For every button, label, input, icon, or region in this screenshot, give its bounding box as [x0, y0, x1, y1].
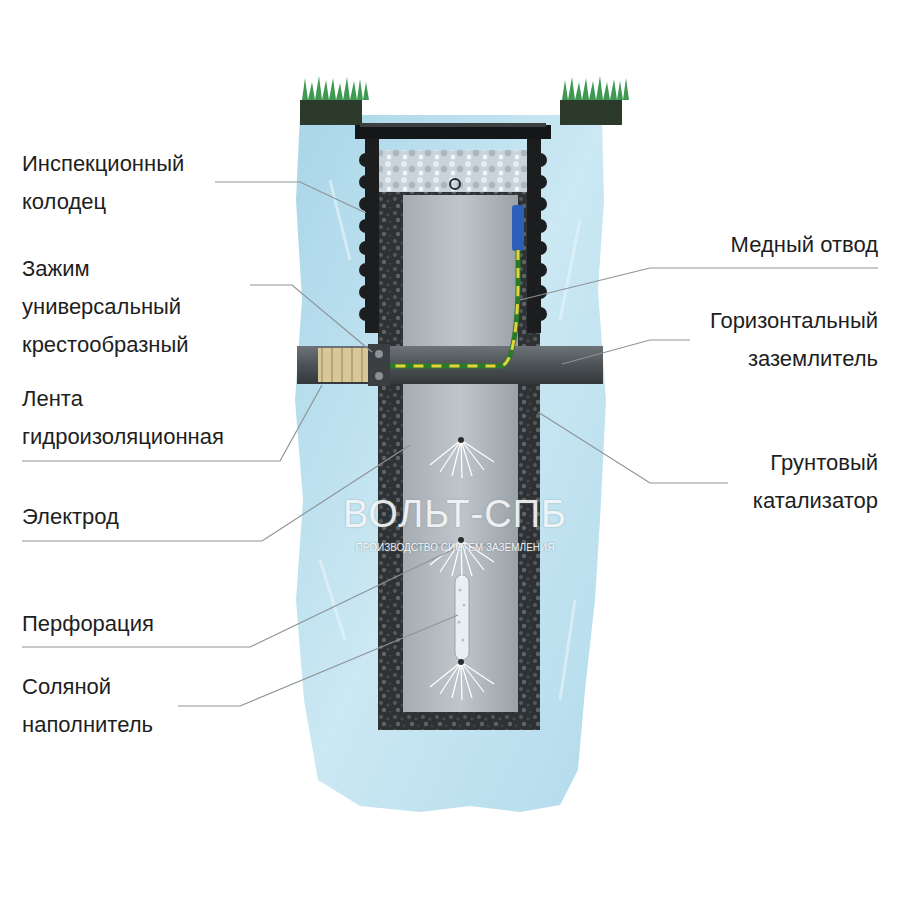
callout-label: Электрод	[22, 498, 119, 536]
callout-label: Инспекционный колодец	[22, 145, 184, 221]
watermark: ВОЛЬТ-СПБ	[343, 494, 567, 534]
callout-label: Лента гидроизоляционная	[22, 380, 224, 456]
callout-label: Горизонтальный заземлитель	[710, 302, 878, 378]
callout-label: Перфорация	[22, 605, 154, 643]
watermark: ПРОИЗВОДСТВО СИСТЕМ ЗАЗЕМЛЕНИЯ	[356, 542, 555, 554]
callout-label: Грунтовый катализатор	[753, 444, 878, 520]
callout-label: Зажим универсальный крестообразный	[22, 250, 189, 364]
callout-label: Медный отвод	[731, 226, 878, 264]
callout-label: Соляной наполнитель	[22, 668, 153, 744]
